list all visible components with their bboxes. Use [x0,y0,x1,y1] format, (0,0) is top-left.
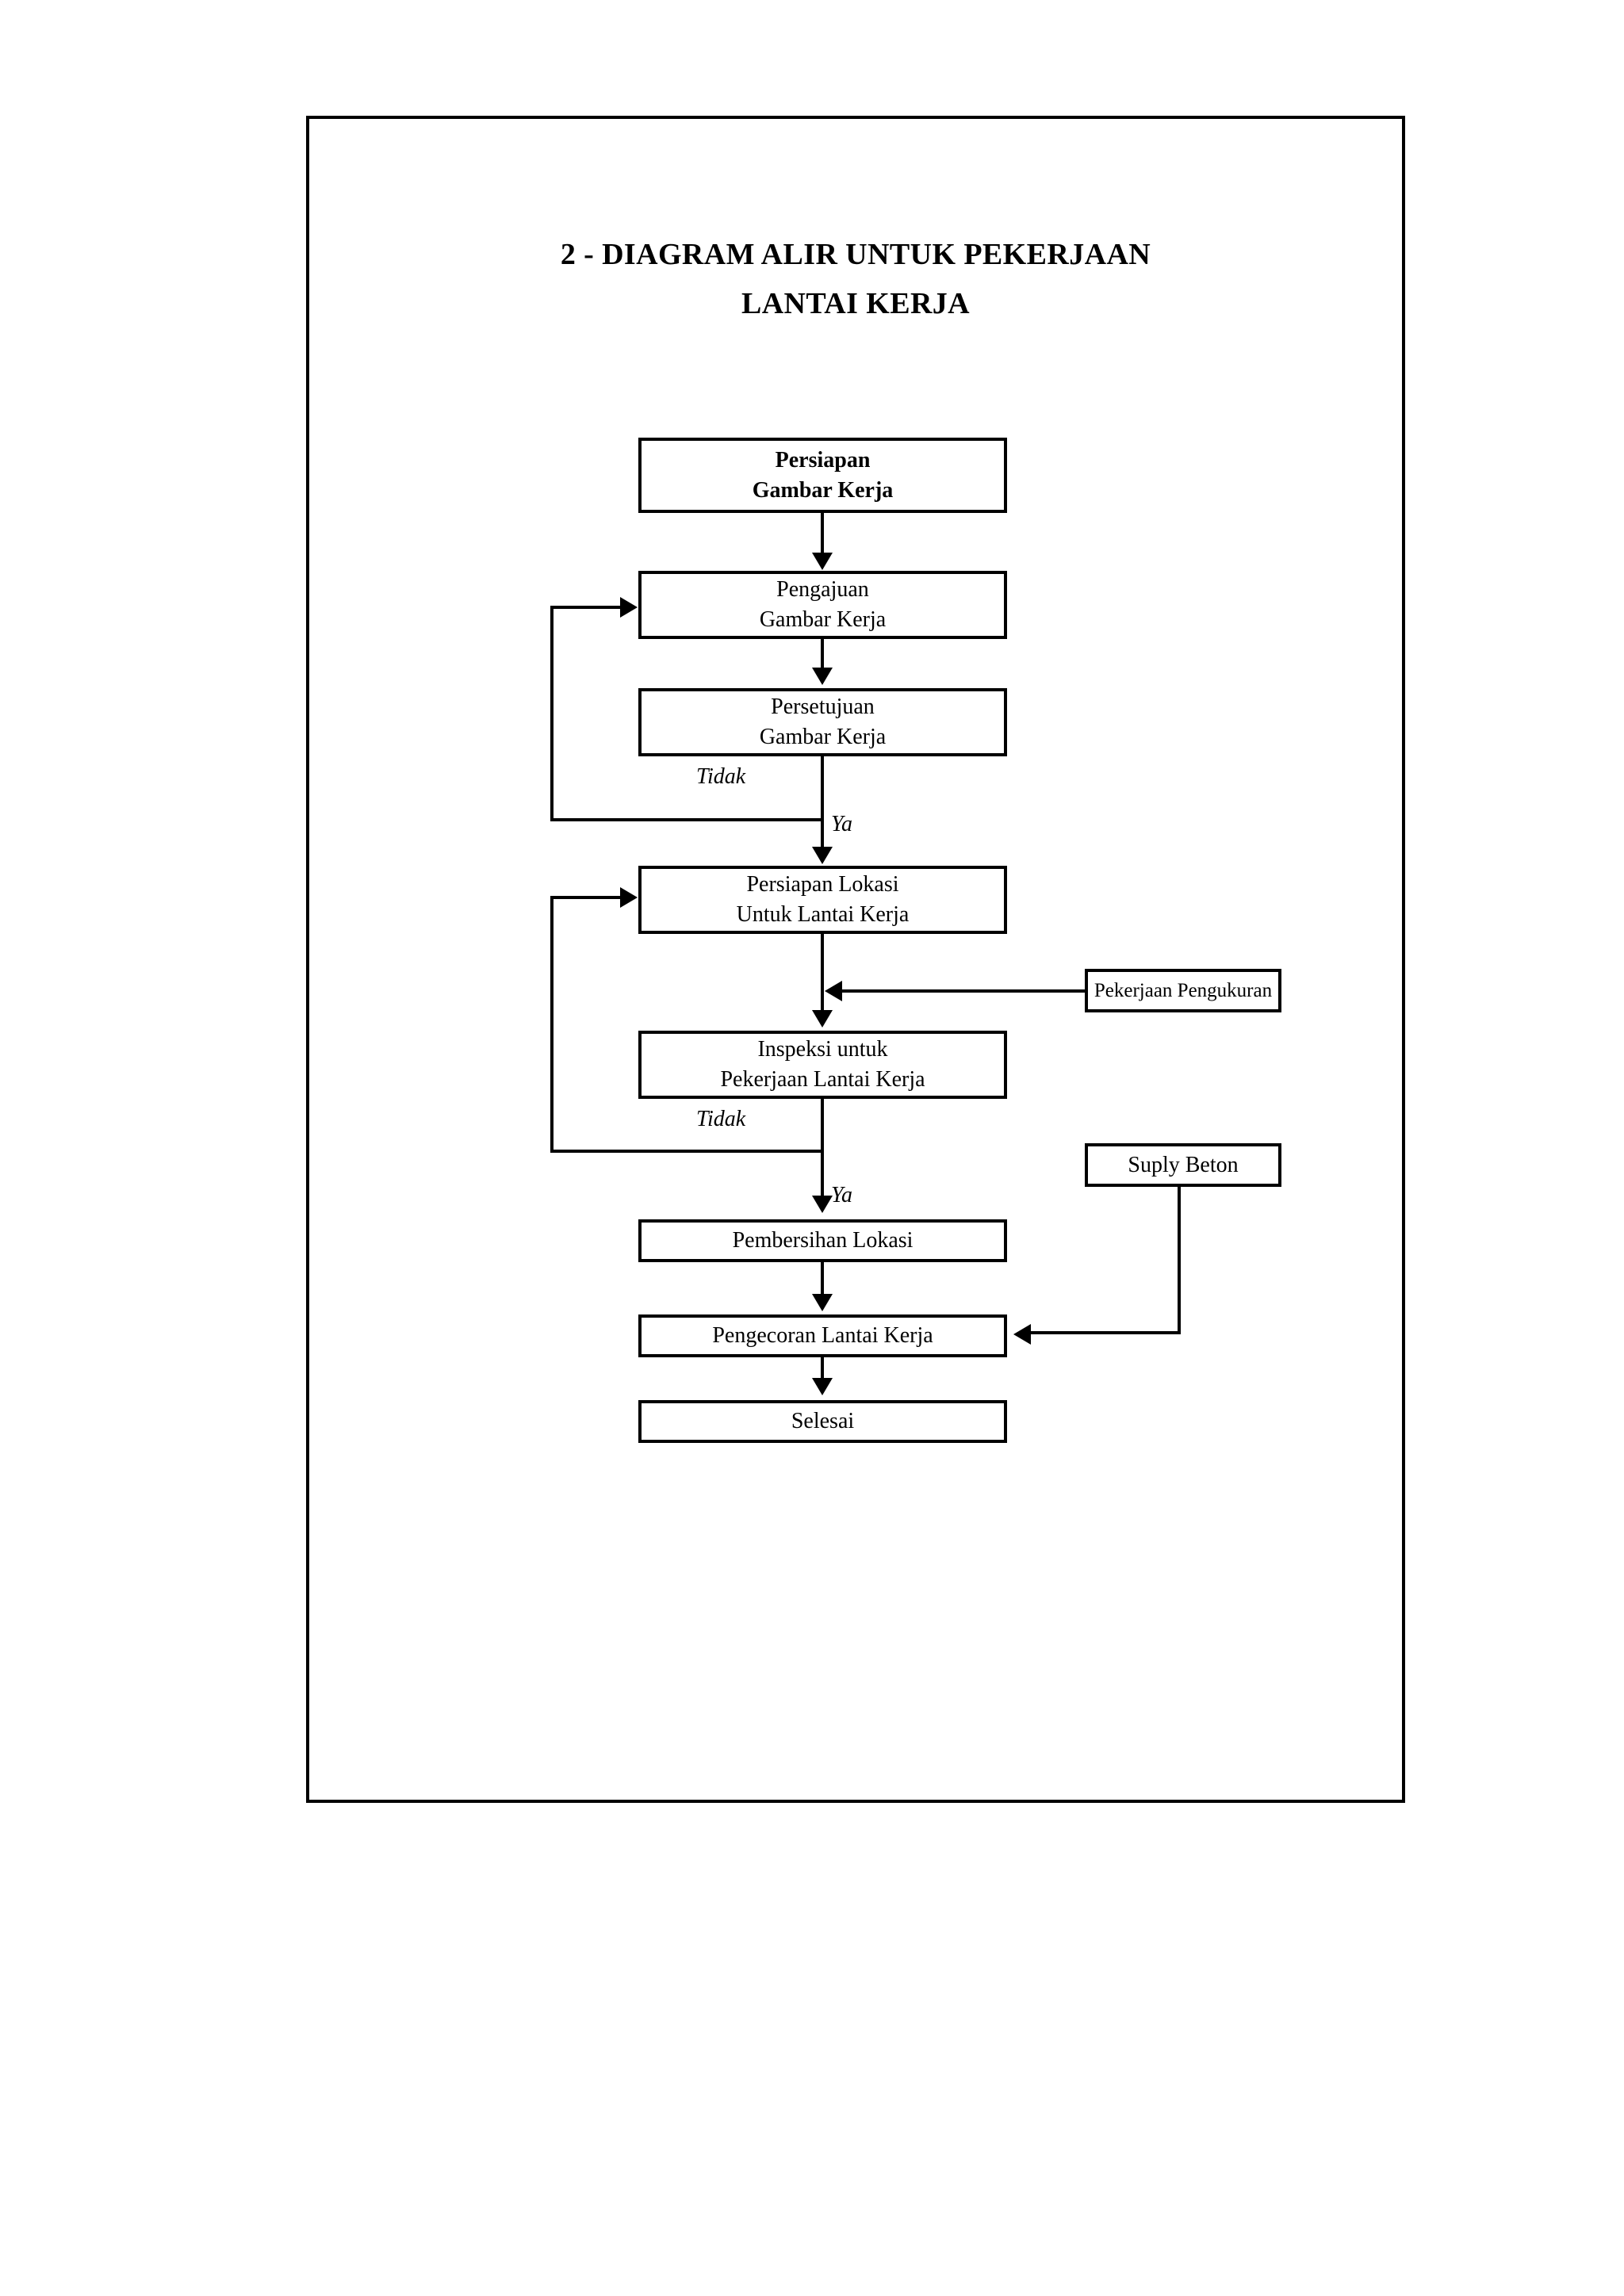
node-line: Pekerjaan Lantai Kerja [720,1067,925,1092]
arrowhead-tidak-1 [620,597,638,618]
connector-tidak-1-left [550,818,824,821]
node-line: Persetujuan [771,695,875,719]
flow-node-suply-beton[interactable]: Suply Beton [1085,1143,1281,1187]
connector-suply-beton-left [1031,1331,1181,1334]
node-line: Suply Beton [1128,1152,1239,1177]
connector-n4-n5 [821,934,824,1013]
edge-label-tidak-1: Tidak [696,764,746,789]
flow-node-inspeksi-pekerjaan-lantai-kerja[interactable]: Inspeksi untuk Pekerjaan Lantai Kerja [638,1031,1007,1099]
flow-node-pekerjaan-pengukuran[interactable]: Pekerjaan Pengukuran [1085,969,1281,1012]
flow-node-persetujuan-gambar-kerja[interactable]: Persetujuan Gambar Kerja [638,688,1007,756]
connector-tidak-2-right [550,896,622,899]
connector-tidak-2-down [821,1099,824,1153]
connector-tidak-2-left [550,1150,824,1153]
arrowhead-suply-beton [1013,1324,1031,1345]
connector-tidak-2-up [550,896,553,1153]
connector-ya-2 [821,1150,824,1199]
arrowhead-n2-n3 [812,668,833,685]
arrowhead-n4-n5 [812,1010,833,1027]
edge-label-ya-1: Ya [831,812,853,836]
flow-node-pembersihan-lokasi[interactable]: Pembersihan Lokasi [638,1219,1007,1262]
edge-label-tidak-2: Tidak [696,1107,746,1131]
node-line: Pengecoran Lantai Kerja [712,1323,933,1348]
document-border [306,116,1405,1803]
node-line: Inspeksi untuk [757,1037,888,1062]
flow-node-pengecoran-lantai-kerja[interactable]: Pengecoran Lantai Kerja [638,1314,1007,1357]
connector-suply-beton-down [1178,1187,1181,1334]
connector-tidak-1-right [550,606,622,609]
arrowhead-ya-2 [812,1196,833,1213]
flow-node-persiapan-lokasi[interactable]: Persiapan Lokasi Untuk Lantai Kerja [638,866,1007,934]
connector-n2-n3 [821,639,824,669]
connector-n7-n8 [821,1357,824,1381]
node-line: Pembersihan Lokasi [732,1228,914,1253]
connector-n1-n2 [821,513,824,554]
title-line-1: 2 - DIAGRAM ALIR UNTUK PEKERJAAN [560,238,1151,271]
flow-node-persiapan-gambar-kerja[interactable]: Persiapan Gambar Kerja [638,438,1007,513]
page-title: 2 - DIAGRAM ALIR UNTUK PEKERJAAN LANTAI … [370,230,1342,328]
node-line: Persiapan [775,447,871,473]
node-line: Pekerjaan Pengukuran [1094,979,1273,1001]
title-line-2: LANTAI KERJA [741,287,971,320]
node-line: Selesai [791,1409,855,1433]
edge-label-ya-2: Ya [831,1183,853,1207]
arrowhead-n6-n7 [812,1294,833,1311]
connector-pengukuran-to-trunk [841,989,1086,993]
node-line: Persiapan Lokasi [746,872,899,897]
flow-node-pengajuan-gambar-kerja[interactable]: Pengajuan Gambar Kerja [638,571,1007,639]
arrowhead-tidak-2 [620,887,638,908]
connector-tidak-1-down [821,756,824,821]
node-line: Untuk Lantai Kerja [736,902,910,927]
arrowhead-ya-1 [812,847,833,864]
arrowhead-n1-n2 [812,553,833,570]
connector-tidak-1-up [550,606,553,821]
node-line: Gambar Kerja [759,607,887,632]
arrowhead-pengukuran [825,981,842,1001]
node-line: Gambar Kerja [759,725,887,749]
connector-n6-n7 [821,1262,824,1297]
node-line: Gambar Kerja [752,477,894,503]
arrowhead-n7-n8 [812,1378,833,1395]
flow-node-selesai[interactable]: Selesai [638,1400,1007,1443]
connector-ya-1 [821,818,824,850]
node-line: Pengajuan [776,577,869,602]
